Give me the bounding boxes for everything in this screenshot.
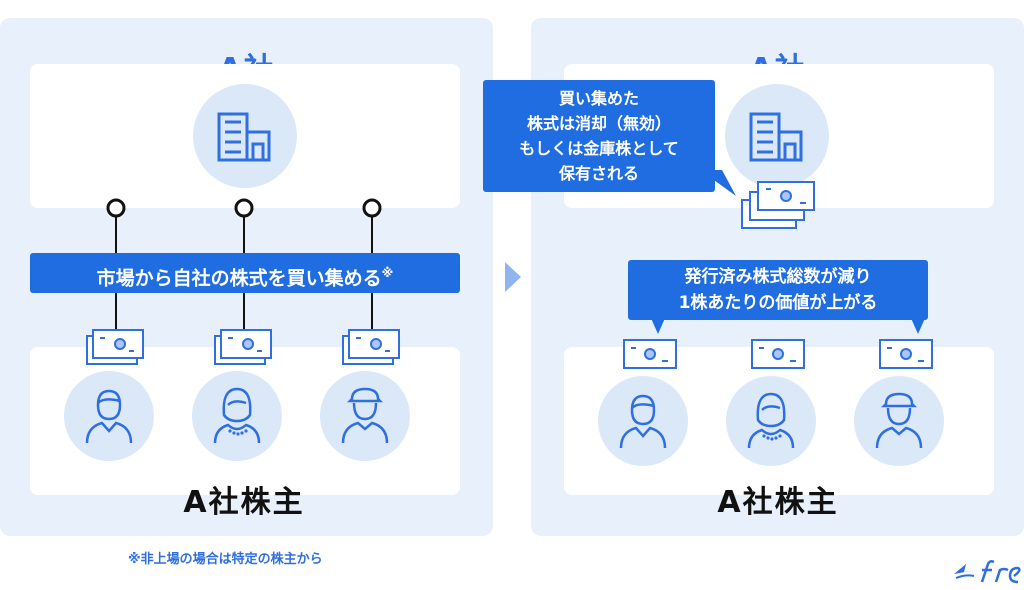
person-worker-icon [875,392,923,449]
right-cancellation-callout: 買い集めた 株式は消却（無効） もしくは金庫株として 保有される [483,80,715,192]
person-worker-icon [341,387,389,444]
share-certificate-icon [214,329,272,365]
left-buyback-banner: 市場から自社の株式を買い集める※ [30,253,460,293]
left-person-circle-1 [64,371,154,461]
freee-logo [954,560,1021,584]
callout-line-2: 株式は消却（無効） [526,114,671,133]
left-banner-mark: ※ [381,266,394,280]
share-certificate-icon [86,329,144,365]
right-person-circle-3 [854,376,944,466]
left-banner-text: 市場から自社の株式を買い集める [96,267,382,290]
right-shareholders-title: A社株主 [717,485,839,520]
left-building-circle [193,84,297,188]
left-shareholders-title: A社株主 [183,485,305,520]
footnote: ※非上場の場合は特定の株主から [128,552,323,567]
building-icon [749,112,803,162]
right-value-banner: 発行済み株式総数が減り 1株あたりの価値が上がる [628,260,928,320]
left-person-circle-3 [320,371,410,461]
callout-line-3: もしくは金庫株として [519,139,679,158]
left-connector-lines [106,198,382,330]
share-certificate-icon [342,329,400,365]
callout-line-1: 買い集めた [558,89,639,108]
person-woman-icon [213,387,261,444]
value-line-2: 1株あたりの価値が上がる [678,293,878,313]
value-line-1: 発行済み株式総数が減り [684,267,872,287]
building-icon [217,112,271,162]
right-person-circle-1 [598,376,688,466]
value-banner-tails [650,316,926,334]
person-man-icon [85,389,133,444]
share-certificate-icon [623,339,677,369]
person-woman-icon [747,392,795,449]
arrow-right-icon [505,262,521,292]
right-building-circle [725,84,829,188]
stacked-certificates-icon [741,181,815,229]
share-certificate-icon [879,339,933,369]
callout-line-4: 保有される [558,164,639,183]
share-certificate-icon [751,339,805,369]
person-man-icon [619,394,667,449]
left-person-circle-2 [192,371,282,461]
right-person-circle-2 [726,376,816,466]
